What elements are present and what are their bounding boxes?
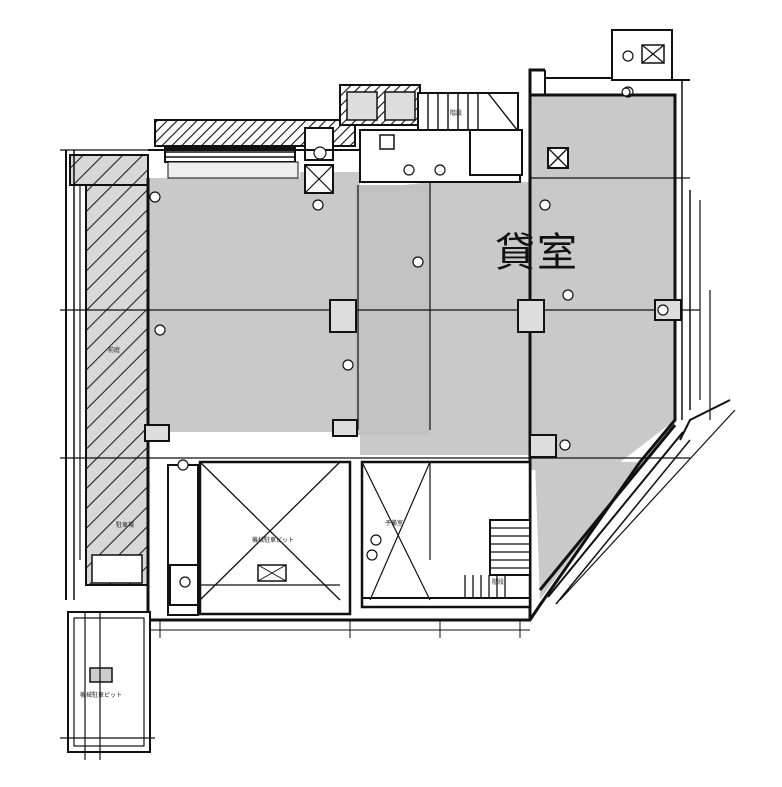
elevator-pit-label: 機械駐車ピット — [252, 537, 295, 544]
left-strip-lower-label: 駐車場 — [116, 522, 135, 529]
left-hatched-strip — [65, 150, 149, 600]
lower-stair — [464, 519, 531, 598]
bottom-pit-label: 機械駐車ピット — [80, 692, 123, 699]
left-strip-label: 前庭 — [108, 347, 121, 354]
mechanical-parking-pit — [167, 460, 352, 616]
equipment-symbols — [149, 87, 669, 588]
top-hatched-corridor — [154, 84, 421, 179]
lower-room-label: 予備室 — [385, 520, 404, 527]
bottom-annex-pit — [60, 611, 155, 760]
grid-lines — [60, 149, 700, 459]
top-stair — [417, 92, 519, 132]
rental-room-label: 貸室 — [495, 230, 579, 276]
shaft-markers — [547, 147, 569, 169]
top-stair-label: 階段 — [450, 110, 463, 117]
diagonal-wall — [538, 409, 736, 605]
dimension-lines — [150, 620, 530, 638]
right-top-shaft — [611, 29, 673, 98]
stair-note-label: 階段 — [492, 579, 505, 586]
